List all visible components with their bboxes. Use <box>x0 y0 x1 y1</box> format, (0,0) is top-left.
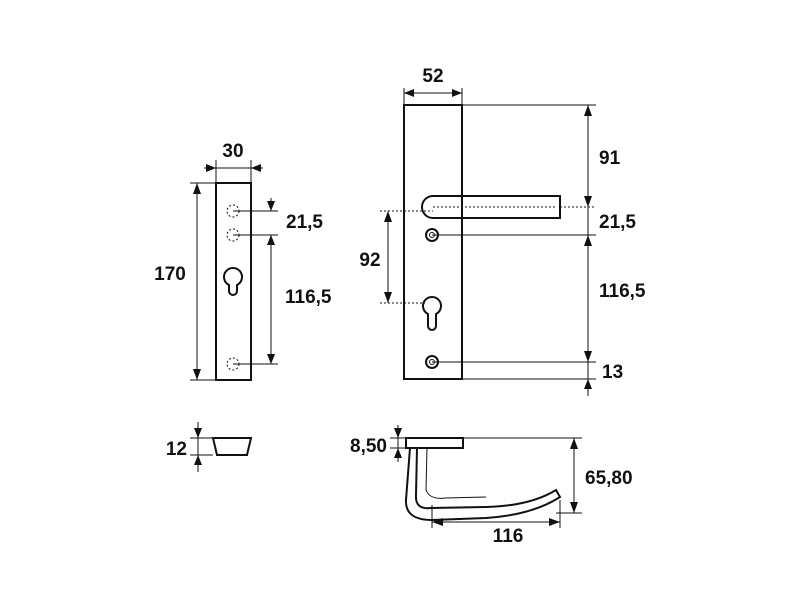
small-plate-view: 30 170 21,5 116,5 <box>154 141 332 381</box>
dim-large-handle-to-keyhole: 92 <box>359 250 380 271</box>
lever-side-view: 8,50 65,80 116 <box>350 425 633 547</box>
dim-large-top-to-handle: 91 <box>599 148 621 169</box>
dim-lever-length: 116 <box>493 526 524 547</box>
large-plate-view: 52 91 21,5 116,5 13 92 <box>359 66 646 396</box>
lever-rose <box>405 437 464 449</box>
dim-small-hole-spacing: 21,5 <box>286 212 323 233</box>
lever-arm <box>404 447 562 522</box>
lever-handle-top-view <box>421 195 561 219</box>
dim-large-plate-width: 52 <box>422 66 443 87</box>
dim-large-handle-to-screw: 21,5 <box>599 212 636 233</box>
large-plate-outline <box>403 104 463 380</box>
small-plate-keyhole <box>223 266 243 297</box>
dim-small-center-spacing: 116,5 <box>285 287 332 308</box>
dim-small-plate-height: 170 <box>154 264 186 285</box>
dim-rosette-thickness: 12 <box>166 439 187 460</box>
large-plate-keyhole <box>422 295 442 332</box>
small-plate-outline <box>215 182 252 381</box>
dim-large-screw-to-screw: 116,5 <box>599 281 646 302</box>
rosette-profile <box>211 437 253 456</box>
dim-large-screw-to-bottom: 13 <box>602 362 623 383</box>
rosette-view: 12 <box>166 422 253 472</box>
dim-lever-rose-thickness: 8,50 <box>350 436 387 457</box>
dim-lever-height: 65,80 <box>585 468 633 489</box>
dim-small-plate-width: 30 <box>222 141 243 162</box>
